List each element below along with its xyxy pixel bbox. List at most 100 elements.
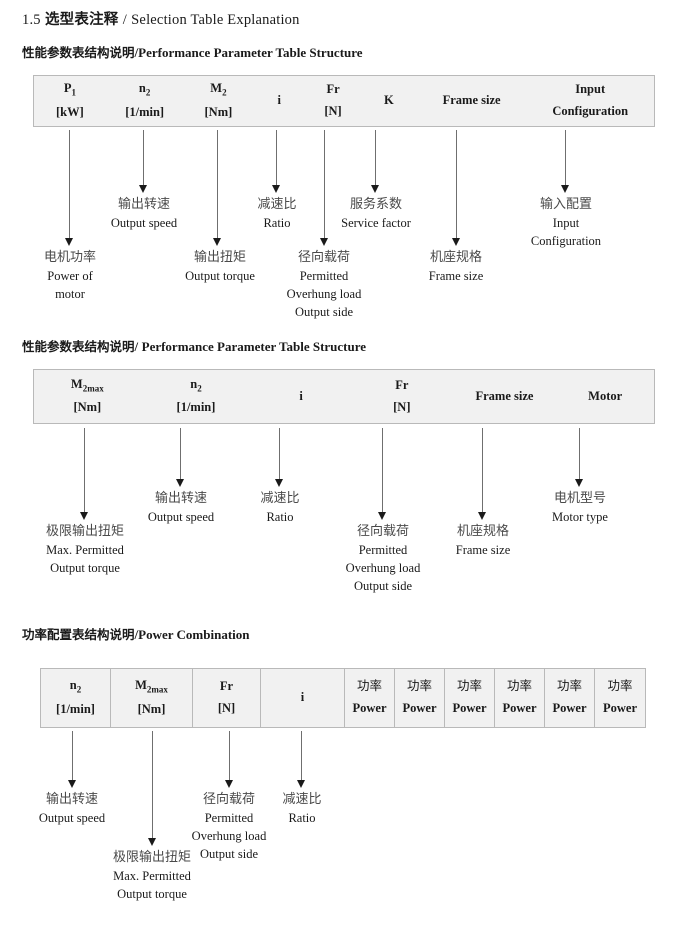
note-ratio: 减速比 Ratio [257,195,296,232]
section-heading-1-en: Performance Parameter Table Structure [138,45,363,60]
note-overhung-load-2: 径向载荷 Permitted Overhung load Output side [346,522,421,595]
note-ratio-en-1: Ratio [263,215,291,230]
table3-col-power-2: 功率 Power [395,669,445,727]
arrow-to-overhung-load-3 [225,731,234,788]
note-motor-type: 电机型号 Motor type [552,489,608,526]
note-max-permitted-output-torque-en-2: Output torque [50,560,120,575]
table2-col-i: i [251,370,351,423]
table1-col-frame-size: Frame size [417,76,527,126]
note-frame-size-en-1: Frame size [428,268,484,283]
table3-col-power-1-cn: 功率 [356,679,382,694]
arrow-to-motor-type [575,428,584,487]
note-frame-size-2-cn: 机座规格 [456,523,509,538]
table3-col-n2-symbol: n2 [69,678,82,695]
note-service-factor-cn: 服务系数 [349,196,403,211]
table3-col-power-5-en: Power [552,701,587,715]
table1-col-m2-symbol: M2 [210,81,227,98]
section-heading-1: 性能参数表结构说明/Performance Parameter Table St… [22,42,363,61]
note-max-permitted-output-torque: 极限输出扭矩 Max. Permitted Output torque [46,522,124,577]
note-power-of-motor-en-2: motor [55,286,85,301]
note-max-permitted-output-torque-cn: 极限输出扭矩 [45,523,125,538]
note-frame-size-2-en-1: Frame size [455,542,511,557]
section-number: 1.5 [22,12,41,28]
arrow-to-output-speed [139,130,148,193]
note-overhung-load-3-en-1: Permitted [204,810,254,825]
table3-col-power-2-cn: 功率 [406,679,432,694]
note-output-speed-en-1: Output speed [110,215,178,230]
table1-col-k-symbol: K [383,93,394,108]
table2-col-m2max: M2max [Nm] [34,370,141,423]
table2-col-n2-unit: [1/min] [176,400,216,415]
table2-col-n2-symbol: n2 [190,376,202,394]
note-ratio-2-cn: 减速比 [260,490,300,505]
section-heading-2: 性能参数表结构说明/ Performance Parameter Table S… [22,336,366,355]
table1-col-n2: n2 [1/min] [106,76,184,126]
section-heading-3: 功率配置表结构说明/Power Combination [22,624,250,643]
note-overhung-load-cn: 径向载荷 [297,249,351,264]
note-service-factor: 服务系数 Service factor [341,195,411,232]
table3-col-m2max-symbol: M2max [135,678,168,695]
table1-col-input-configuration-line1: Input [575,82,606,97]
table1-col-input-configuration-line2: Configuration [552,104,629,118]
table3-col-power-1-en: Power [352,701,387,715]
table3-col-i: i [261,669,345,727]
note-ratio-3-en-1: Ratio [288,810,316,825]
note-max-permitted-output-torque-3: 极限输出扭矩 Max. Permitted Output torque [113,848,191,903]
section-heading-2-en: Performance Parameter Table Structure [141,339,367,354]
table1-col-k: K [361,76,417,126]
table3-col-i-symbol: i [300,690,305,705]
table3-col-power-1: 功率 Power [345,669,395,727]
note-motor-type-cn: 电机型号 [553,490,606,505]
note-input-configuration-en-1: Input [552,215,580,230]
table1-col-frame-size-label: Frame size [442,93,501,108]
table1-col-input-configuration: Input Configuration [526,76,654,126]
table1-col-n2-unit: [1/min] [125,104,165,119]
table1-col-p1-symbol: P1 [63,81,76,98]
table2-col-n2: n2 [1/min] [141,370,252,423]
note-ratio-2-en-1: Ratio [266,509,294,524]
arrow-to-ratio-3 [297,731,306,788]
note-power-of-motor: 电机功率 Power of motor [44,248,96,303]
table3-col-fr: Fr [N] [193,669,261,727]
note-overhung-load-3-cn: 径向载荷 [202,791,256,806]
page-title-sep: / [122,12,127,28]
note-frame-size: 机座规格 Frame size [429,248,484,285]
table1-col-p1-unit: [kW] [55,104,84,119]
note-motor-type-en-1: Motor type [552,509,608,524]
arrow-to-output-torque [213,130,222,246]
table1-col-fr-unit: [N] [324,104,342,118]
note-overhung-load-2-en-1: Permitted [358,542,408,557]
table3-col-power-5: 功率 Power [545,669,595,727]
note-overhung-load-3-en-3: Output side [200,847,258,862]
note-max-permitted-output-torque-3-en-1: Max. Permitted [113,868,191,883]
arrow-to-ratio-2 [275,428,284,487]
arrow-to-max-permitted-output-torque-3 [148,731,157,846]
note-ratio-3: 减速比 Ratio [282,790,321,827]
table2-col-m2max-unit: [Nm] [73,400,102,415]
table3-col-n2-unit: [1/min] [56,701,95,716]
note-max-permitted-output-torque-en-1: Max. Permitted [46,542,124,557]
table3-col-power-4: 功率 Power [495,669,545,727]
table2-col-fr: Fr [N] [351,370,453,423]
table2-col-frame-size-label: Frame size [475,388,534,403]
table1-col-n2-symbol: n2 [138,81,151,98]
note-output-speed: 输出转速 Output speed [111,195,177,232]
note-output-speed-2: 输出转速 Output speed [148,489,214,526]
note-service-factor-en-1: Service factor [341,215,411,230]
table3-col-power-3: 功率 Power [445,669,495,727]
page-title: 1.5 选型表注释 / Selection Table Explanation [22,8,300,29]
note-overhung-load-en-3: Output side [295,305,353,320]
note-frame-size-cn: 机座规格 [429,249,482,264]
arrow-to-overhung-load [320,130,329,246]
table3-col-power-4-cn: 功率 [506,679,532,694]
arrow-to-input-configuration [561,130,570,193]
note-ratio-cn: 减速比 [257,196,297,211]
note-output-torque-en-1: Output torque [185,268,255,283]
section-heading-1-sep: / [134,45,139,60]
note-power-of-motor-en-1: Power of [47,268,93,283]
note-overhung-load-2-cn: 径向载荷 [356,523,410,538]
note-output-torque: 输出扭矩 Output torque [185,248,255,285]
section-heading-1-cn: 性能参数表结构说明 [22,46,135,60]
section-heading-3-sep: / [134,627,139,642]
arrow-to-max-permitted-output-torque [80,428,89,520]
